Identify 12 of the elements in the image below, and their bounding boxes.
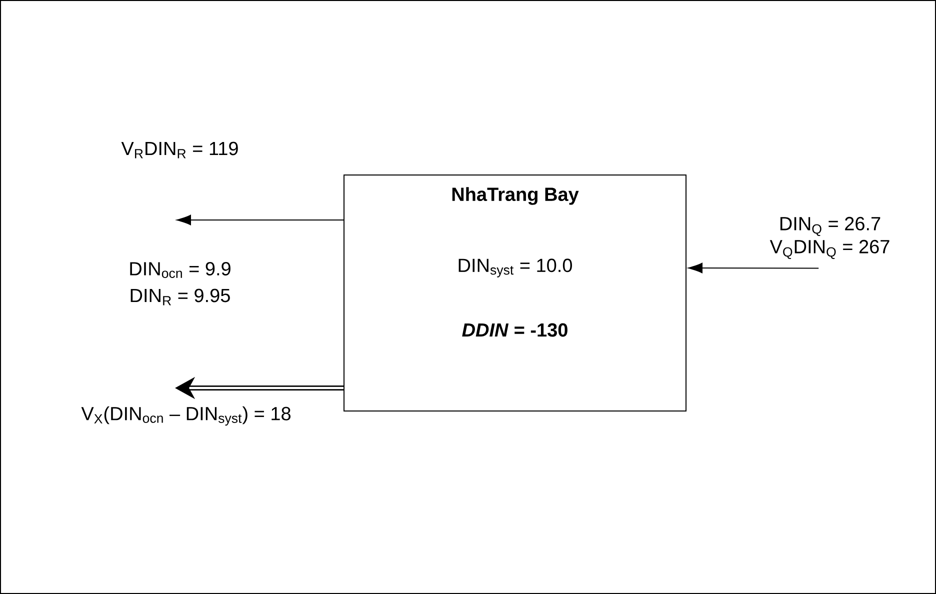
arrow [688, 262, 820, 274]
flux-label: V$_{R}$DIN$_{R}$ = 119 [121, 142, 238, 158]
box-text: DIN$_{syst}$ = 10.0 [458, 258, 572, 278]
flux-label: DIN$_{R}$ = 9.95 [130, 288, 230, 306]
arrow [176, 214, 344, 226]
flux-label: V$_{Q}$DIN$_{Q}$ = 267 [770, 240, 890, 260]
flux-label: DIN$_{ocn}$ = 9.9 [130, 262, 230, 278]
flux-label: DIN$_{Q}$ = 26.7 [780, 216, 880, 236]
process-box [344, 174, 686, 412]
flux-label: V$_{X}$(DIN$_{ocn}$ – DIN$_{syst}$) = 18 [81, 406, 290, 426]
box-text: DDIN = -130 [462, 323, 568, 337]
box-title: NhaTrang Bay [452, 187, 579, 205]
